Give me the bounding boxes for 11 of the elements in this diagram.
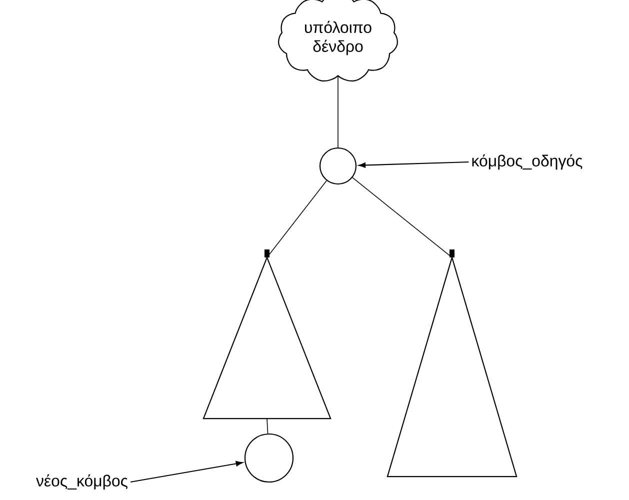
arrow bbox=[130, 461, 243, 483]
tree-edge bbox=[266, 418, 268, 434]
arrow bbox=[358, 161, 469, 168]
circle-node bbox=[319, 147, 357, 185]
tree-edge bbox=[266, 180, 328, 258]
subtree-triangle bbox=[202, 249, 332, 420]
circle-node bbox=[244, 433, 294, 483]
node-label: νέος_κόμβος bbox=[36, 474, 128, 490]
node-label: κόμβος_οδηγός bbox=[472, 154, 582, 170]
subtree-triangle bbox=[386, 249, 518, 478]
tree-edge bbox=[352, 177, 452, 258]
